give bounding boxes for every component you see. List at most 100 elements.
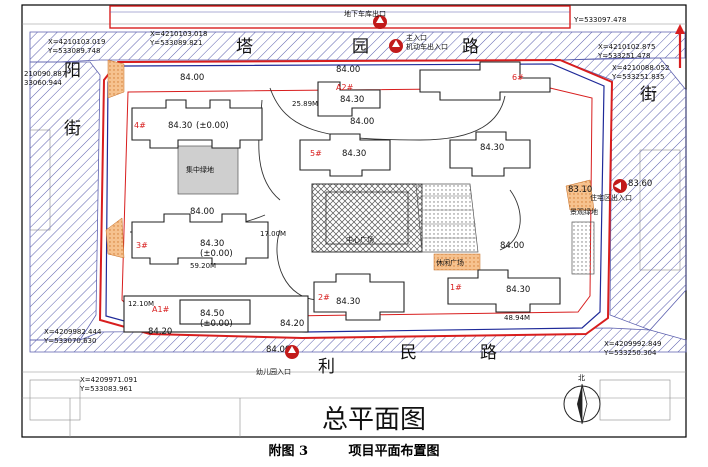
road-south-1: 利 xyxy=(318,357,335,377)
building-A2 xyxy=(317,81,381,117)
east-entrance-marker xyxy=(613,179,627,193)
site-plan: 84.30 (±0.00) 84.30 84.30 (±0.00) 84.30 … xyxy=(21,4,687,438)
road-south-2: 民 xyxy=(400,343,417,363)
coord-s-x: X=4209971.091 xyxy=(80,376,137,384)
green-space-east xyxy=(571,221,595,275)
dim-n: 25.89M xyxy=(292,100,318,108)
road-west-2: 街 xyxy=(64,119,81,139)
elev-c: 84.00 xyxy=(350,117,374,127)
building-2 xyxy=(313,273,405,321)
elev-s: 84.20 xyxy=(280,319,304,329)
building-5 xyxy=(299,133,391,177)
plan-title: 总平面图 xyxy=(322,405,426,435)
surrounding-context xyxy=(22,23,686,437)
green-space-west xyxy=(177,145,239,195)
building-6 xyxy=(449,131,531,177)
coord-top: Y=533097.478 xyxy=(573,16,626,24)
coord-nw-x: X=4210103.018 xyxy=(150,30,207,38)
plaza-lawn-pattern xyxy=(420,195,477,239)
north-main-entrance-marker xyxy=(389,39,403,53)
coordinate-labels: X=4210103.018 Y=533089.821 X=4210103.019… xyxy=(24,16,669,393)
elev-se: 84.00 xyxy=(500,241,524,251)
coord-se-y: Y=533250.304 xyxy=(603,349,657,357)
green-north-west xyxy=(107,59,125,99)
green-east xyxy=(565,179,595,211)
label-south: 幼儿园入口 xyxy=(256,367,291,376)
label-north-vehicle: 地下车库出口 xyxy=(344,9,386,18)
label-north-exit: 机动车出入口 xyxy=(406,42,448,51)
north-vehicle-entrance-marker xyxy=(373,15,387,29)
dim-road: 17.00M xyxy=(260,230,286,238)
zone-landscape: 景观绿地 xyxy=(570,207,598,216)
road-hatch-west xyxy=(29,61,101,341)
coord-ne-y: Y=533251.835 xyxy=(611,73,664,81)
id-3: 3# xyxy=(136,241,148,250)
building-3 xyxy=(131,213,269,265)
elev-6: 84.30 xyxy=(480,143,504,153)
coord-sw-x: X=4209982.444 xyxy=(44,328,102,336)
elev-w: 84.00 xyxy=(190,207,214,217)
elev-e: 83.10 xyxy=(568,185,592,195)
coord-w-x: X=4210103.019 xyxy=(48,38,105,46)
central-plaza-inner xyxy=(325,191,409,245)
buildings xyxy=(123,61,561,333)
dimension-labels: 59.20M 48.94M 25.89M 12.10M 17.00M xyxy=(128,100,530,322)
road-south-3: 路 xyxy=(480,343,497,363)
id-4: 4# xyxy=(134,121,146,130)
elev-e-out: 83.60 xyxy=(628,179,652,189)
dim-1: 48.94M xyxy=(504,314,530,322)
coord-se-x: X=4209992.849 xyxy=(604,340,661,348)
building-A1-inner xyxy=(179,299,251,325)
dim-A1: 12.10M xyxy=(128,300,154,308)
elev-south-gate: 84.00 xyxy=(266,345,290,355)
figure-number: 附图 3 xyxy=(268,444,309,459)
coord-ne2-y: Y=533251.478 xyxy=(597,52,650,60)
elev-A1-sub: (±0.00) xyxy=(200,319,233,329)
id-A2: A2# xyxy=(336,83,354,92)
coord-w2-y: 33060.944 xyxy=(24,79,62,87)
north-arrow-label: 北 xyxy=(578,374,585,382)
road-west-1: 阳 xyxy=(64,61,81,81)
road-north-3: 路 xyxy=(462,37,479,57)
elev-1: 84.30 xyxy=(506,285,530,295)
elev-4: 84.30 xyxy=(168,121,192,131)
elev-A1: 84.50 xyxy=(200,309,224,319)
entrance-markers xyxy=(285,15,627,359)
coord-ne2-x: X=4210102.875 xyxy=(598,43,655,51)
north-arrow: 北 xyxy=(563,374,601,425)
elev-sw: 84.20 xyxy=(148,327,172,337)
road-north-2: 园 xyxy=(352,37,369,57)
building-4 xyxy=(131,99,263,149)
south-entrance-marker xyxy=(285,345,299,359)
road-north-1: 塔 xyxy=(236,37,253,57)
elev-nw: 84.00 xyxy=(180,73,204,83)
dim-3: 59.20M xyxy=(190,262,216,270)
entrance-labels: 地下车库出口 主入口 机动车出入口 住宅区出入口 幼儿园入口 xyxy=(256,9,632,376)
label-east: 住宅区出入口 xyxy=(590,193,632,202)
coord-nw-y: Y=533089.821 xyxy=(149,39,202,47)
green-west xyxy=(105,217,125,259)
zone-plaza: 中心广场 xyxy=(346,235,374,244)
zone-leisure: 休闲广场 xyxy=(436,258,464,267)
red-arrow-head xyxy=(675,24,685,34)
elev-A2: 84.30 xyxy=(340,95,364,105)
zone-green: 集中绿地 xyxy=(186,165,214,174)
id-2: 2# xyxy=(318,293,330,302)
building-1 xyxy=(447,269,561,313)
id-1: 1# xyxy=(450,283,462,292)
zone-labels: 集中绿地 中心广场 休闲广场 景观绿地 xyxy=(186,165,598,267)
coord-s-y: Y=533083.961 xyxy=(79,385,132,393)
coord-w-y: Y=533089.748 xyxy=(47,47,100,55)
land-redline xyxy=(105,63,605,333)
elevation-labels: 84.30 (±0.00) 84.30 84.30 (±0.00) 84.30 … xyxy=(148,65,652,355)
elev-5: 84.30 xyxy=(342,149,366,159)
elev-3-sub: (±0.00) xyxy=(200,249,233,259)
building-north-slab xyxy=(419,61,551,101)
north-boundary-strip xyxy=(109,5,571,29)
road-names: 塔 园 路 阳 街 街 利 民 路 xyxy=(64,37,657,377)
elev-n: 84.00 xyxy=(336,65,360,75)
elev-2: 84.30 xyxy=(336,297,360,307)
figure-title: 项目平面布置图 xyxy=(348,444,440,459)
figure-caption: 附图 3 项目平面布置图 xyxy=(0,440,708,459)
label-north-main: 主入口 xyxy=(406,33,427,42)
